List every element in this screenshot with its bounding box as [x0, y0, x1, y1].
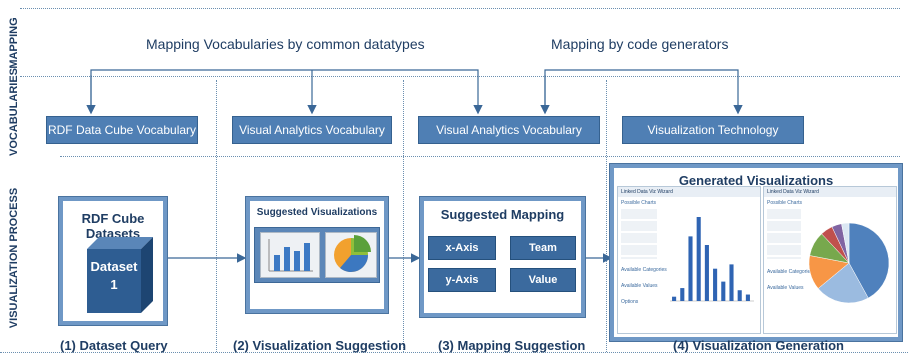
vocab-visualization-technology: Visualization Technology: [622, 116, 804, 144]
generated-pie-chart: [808, 222, 890, 304]
screenshot-bar-categories: Available Categories: [621, 267, 667, 273]
screenshot-pie-sub: Possible Charts: [767, 200, 803, 206]
pie-slice-2: [817, 262, 869, 304]
mapping-x-axis: x-Axis: [428, 236, 496, 260]
vocab-visual-analytics-2: Visual Analytics Vocabulary: [418, 116, 600, 144]
dataset-panel-body: RDF Cube Datasets Dataset 1: [63, 201, 163, 321]
mapping-team-field: Team: [510, 236, 576, 260]
bar-4: [696, 217, 701, 301]
bar-1: [672, 296, 677, 301]
screenshot-bar-sub: Possible Charts: [621, 200, 657, 206]
bar-chart-icon: [268, 239, 313, 272]
bar-9: [737, 290, 742, 301]
mapping-text-datatypes: Mapping Vocabularies by common datatypes: [146, 36, 425, 52]
screenshot-pie-categories: Available Categories: [767, 269, 813, 275]
caption-dataset-query: (1) Dataset Query: [60, 338, 168, 353]
screenshot-bar-header: Linked Data Viz Wizard: [618, 187, 760, 197]
dataset-cube-label-2: 1: [110, 277, 118, 292]
bar-10: [745, 294, 750, 301]
screenshot-pie-header: Linked Data Viz Wizard: [764, 187, 896, 197]
column-separator-2: [403, 80, 404, 352]
caption-mapping-suggestion: (3) Mapping Suggestion: [438, 338, 586, 353]
screenshot-bar-values: Available Values: [621, 283, 658, 289]
screenshot-bar-header-text: Linked Data Viz Wizard: [621, 189, 673, 195]
screenshot-pie-thumbs: [767, 209, 801, 259]
bar-7: [721, 281, 726, 301]
pie-chart-icon: [334, 235, 371, 273]
dataset-cube-label-1: Dataset: [90, 259, 138, 274]
generated-bar-chart: [670, 217, 754, 302]
screenshot-pie-header-text: Linked Data Viz Wizard: [767, 189, 819, 195]
mapping-value-field: Value: [510, 268, 576, 292]
column-separator-1: [216, 80, 217, 352]
caption-visualization-generation: (4) Visualization Generation: [673, 338, 844, 353]
vocab-rdf-data-cube: RDF Data Cube Vocabulary: [46, 116, 198, 144]
mapping-y-axis: y-Axis: [428, 268, 496, 292]
suggest-panel-title: Suggested Visualizations: [256, 207, 378, 218]
dataset-panel: RDF Cube Datasets Dataset 1: [58, 196, 168, 326]
separator-bottom: [0, 352, 908, 353]
mapping-text-code-generators: Mapping by code generators: [551, 36, 729, 52]
separator-top: [20, 8, 900, 9]
bar-5: [704, 245, 709, 301]
caption-visualization-suggestion: (2) Visualization Suggestion: [233, 338, 407, 353]
screenshot-pie-values: Available Values: [767, 285, 804, 291]
dataset-cube-icon: [87, 237, 153, 313]
bar-chart-thumbnail: [260, 232, 320, 278]
separator-mapping: [20, 76, 900, 77]
pie-chart-thumbnail: [325, 232, 377, 278]
column-separator-3: [606, 80, 607, 352]
suggest-chart-strip: [254, 227, 380, 283]
screenshot-bar-chart: Linked Data Viz Wizard Possible Charts A…: [617, 186, 761, 334]
vocab-visual-analytics-1: Visual Analytics Vocabulary: [232, 116, 392, 144]
screenshot-bar-options: Options: [621, 299, 639, 305]
bar-6: [713, 268, 718, 301]
separator-vocab: [60, 156, 900, 157]
suggest-panel: Suggested Visualizations: [245, 196, 389, 314]
screenshot-pie-chart: Linked Data Viz Wizard Possible Charts A…: [763, 186, 897, 334]
bar-8: [729, 264, 734, 301]
screenshot-bar-thumbs: [621, 209, 657, 259]
bar-2: [680, 288, 685, 301]
generated-panel-title: Generated Visualizations: [678, 173, 834, 188]
pie-slice-7: [841, 222, 850, 264]
mapping-panel-title: Suggested Mapping: [440, 207, 565, 222]
pie-slice-1: [848, 222, 890, 299]
suggest-panel-body: Suggested Visualizations: [250, 201, 384, 309]
bar-3: [688, 236, 693, 301]
